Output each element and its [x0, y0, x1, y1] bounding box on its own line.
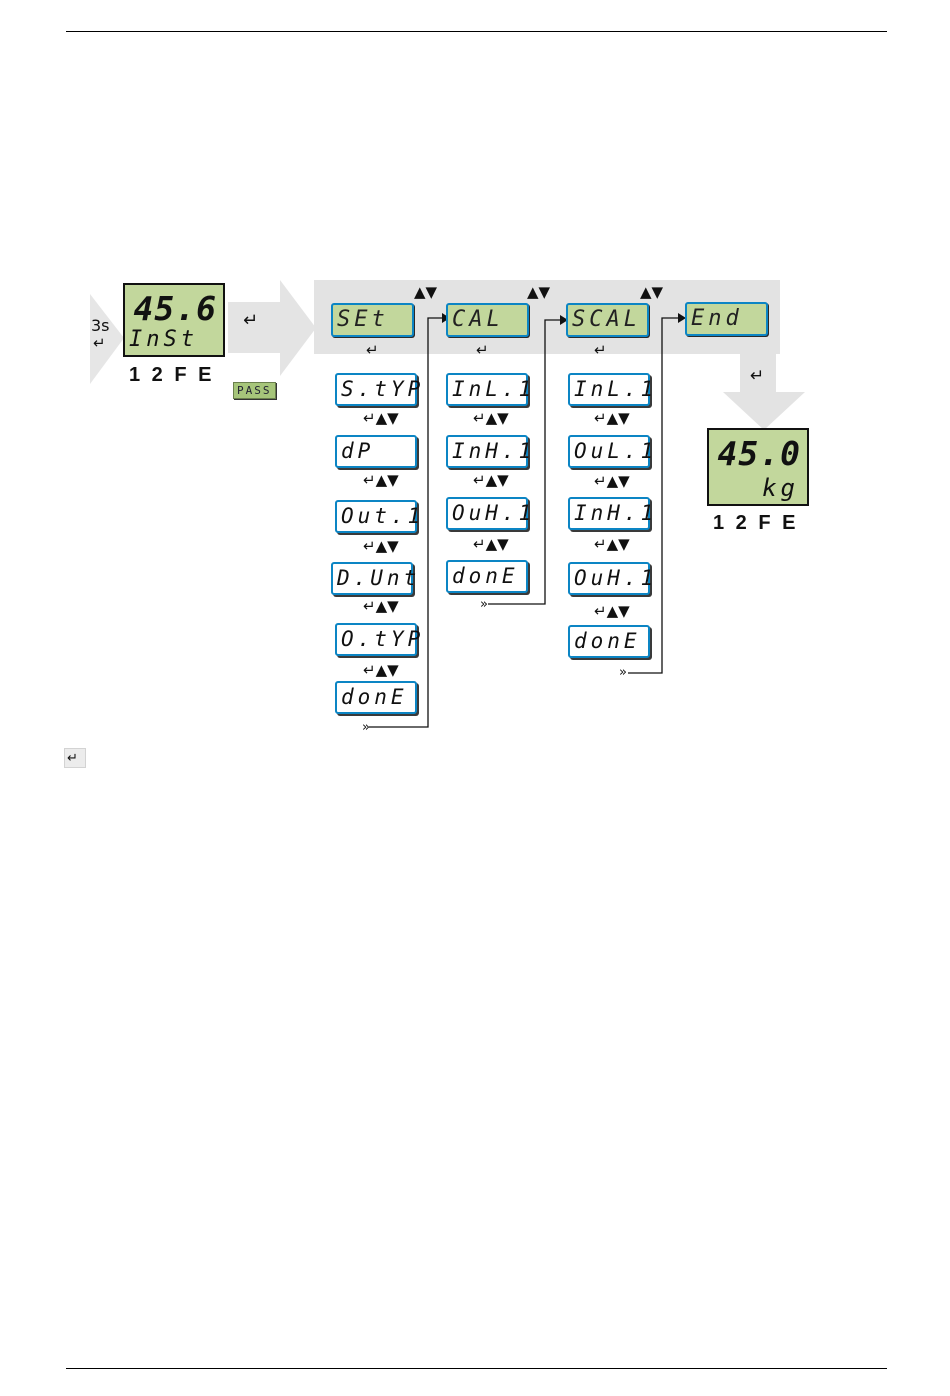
enter-arrow-icon: ↵ [750, 368, 764, 384]
start-display-value: 45.6 [134, 289, 217, 328]
enter-up-down-icon: ↵▲▼ [363, 598, 399, 614]
enter-up-down-icon: ↵▲▼ [363, 538, 399, 554]
enter-key-legend-icon: ↵ [64, 748, 86, 768]
enter-up-down-icon: ↵▲▼ [594, 410, 630, 426]
menu-end[interactable]: End [685, 302, 768, 336]
enter-up-down-icon: ↵▲▼ [363, 662, 399, 678]
enter-up-down-icon: ↵▲▼ [473, 410, 509, 426]
enter-arrow-icon: ↵ [476, 342, 489, 358]
menu-scal[interactable]: SCAL [566, 303, 649, 337]
scal-item-oul1[interactable]: OuL.1 [568, 435, 650, 468]
enter-up-down-icon: ↵▲▼ [594, 536, 630, 552]
end-keypad-labels: 1 2 F E [713, 512, 795, 535]
start-keypad-labels: 1 2 F E [129, 364, 211, 387]
double-chevron-icon: » [362, 720, 370, 736]
set-item-done[interactable]: donE [335, 681, 417, 714]
cal-item-inl1[interactable]: InL.1 [446, 373, 528, 406]
menu-cal[interactable]: CAL [446, 303, 529, 337]
enter-up-down-icon: ↵▲▼ [363, 472, 399, 488]
up-down-arrows-icon: ▲▼ [414, 284, 437, 300]
enter-arrow-icon: ↵ [67, 751, 78, 767]
set-item-dunt[interactable]: D.Unt [331, 562, 413, 595]
enter-up-down-icon: ↵▲▼ [594, 603, 630, 619]
end-display-unit: kg [762, 474, 799, 502]
end-display: 45.0 kg [707, 428, 809, 506]
enter-up-down-icon: ↵▲▼ [363, 410, 399, 426]
enter-arrow-icon: ↵ [366, 342, 379, 358]
up-down-arrows-icon: ▲▼ [527, 284, 550, 300]
start-display-mode: InSt [129, 327, 198, 352]
set-item-dp[interactable]: dP [335, 435, 417, 468]
double-chevron-icon: » [480, 597, 488, 613]
hold-time-label: 3s [91, 318, 110, 334]
cal-item-inh1[interactable]: InH.1 [446, 435, 528, 468]
set-item-otype[interactable]: O.tYP [335, 623, 417, 656]
enter-up-down-icon: ↵▲▼ [473, 536, 509, 552]
enter-arrow-icon: ↵ [243, 313, 258, 329]
enter-up-down-icon: ↵▲▼ [594, 473, 630, 489]
set-item-out1[interactable]: Out.1 [335, 500, 417, 533]
scal-item-done[interactable]: donE [568, 625, 650, 658]
enter-up-down-icon: ↵▲▼ [473, 472, 509, 488]
cal-item-ouh1[interactable]: OuH.1 [446, 497, 528, 530]
cal-item-done[interactable]: donE [446, 560, 528, 593]
menu-set[interactable]: SEt [331, 303, 414, 337]
enter-arrow-icon: ↵ [594, 342, 607, 358]
end-display-value: 45.0 [718, 434, 801, 473]
scal-item-inl1[interactable]: InL.1 [568, 373, 650, 406]
double-chevron-icon: » [619, 665, 627, 681]
scal-item-ouh1[interactable]: OuH.1 [568, 562, 650, 595]
password-badge: PASS [233, 382, 276, 399]
start-display: 45.6 InSt [123, 283, 225, 357]
scal-item-inh1[interactable]: InH.1 [568, 497, 650, 530]
up-down-arrows-icon: ▲▼ [640, 284, 663, 300]
enter-arrow-icon: ↵ [93, 335, 106, 351]
set-item-stype[interactable]: S.tYP [335, 373, 417, 406]
